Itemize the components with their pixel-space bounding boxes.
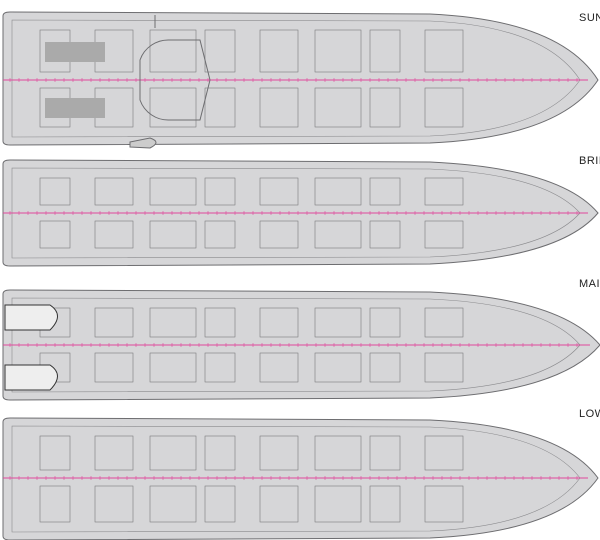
room-bridge — [424, 177, 464, 206]
tender-port — [4, 304, 58, 331]
room-lower — [314, 485, 362, 523]
room-bridge — [204, 220, 236, 249]
room-bridge — [314, 177, 362, 206]
hull-lower — [2, 417, 599, 540]
room-main — [204, 307, 236, 338]
tender — [129, 137, 157, 149]
room-bridge — [314, 220, 362, 249]
room-lower — [94, 435, 134, 471]
room-main — [94, 307, 134, 338]
sunpad — [45, 42, 105, 62]
room-bridge — [259, 177, 299, 206]
room-bridge — [369, 220, 401, 249]
room-sun — [424, 29, 464, 73]
room-main — [259, 307, 299, 338]
room-bridge — [39, 220, 71, 249]
room-main — [369, 307, 401, 338]
room-main — [314, 352, 362, 383]
room-main — [204, 352, 236, 383]
room-bridge — [424, 220, 464, 249]
room-sun — [314, 29, 362, 73]
room-lower — [424, 485, 464, 523]
room-main — [149, 352, 197, 383]
room-main — [369, 352, 401, 383]
room-bridge — [149, 220, 197, 249]
room-lower — [259, 435, 299, 471]
room-lower — [39, 435, 71, 471]
room-main — [94, 352, 134, 383]
room-lower — [204, 485, 236, 523]
tender-starboard — [4, 364, 58, 391]
deck-label-main: MAI — [579, 278, 600, 290]
room-lower — [259, 485, 299, 523]
room-sun — [259, 29, 299, 73]
room-bridge — [94, 177, 134, 206]
room-lower — [149, 485, 197, 523]
room-main — [314, 307, 362, 338]
deck-label-sun: SUN — [579, 12, 600, 24]
room-main — [149, 307, 197, 338]
room-lower — [314, 435, 362, 471]
room-lower — [369, 485, 401, 523]
room-lower — [149, 435, 197, 471]
room-bridge — [259, 220, 299, 249]
spa-pool — [139, 39, 211, 121]
room-main — [424, 352, 464, 383]
room-sun — [369, 29, 401, 73]
deck-label-bridge: BRID — [579, 155, 600, 167]
room-bridge — [369, 177, 401, 206]
room-bridge — [149, 177, 197, 206]
room-sun — [204, 87, 236, 128]
room-lower — [204, 435, 236, 471]
room-lower — [424, 435, 464, 471]
room-sun — [149, 29, 197, 73]
room-main — [424, 307, 464, 338]
room-bridge — [204, 177, 236, 206]
room-lower — [369, 435, 401, 471]
room-sun — [369, 87, 401, 128]
room-sun — [259, 87, 299, 128]
sunpad — [45, 98, 105, 118]
room-main — [259, 352, 299, 383]
room-sun — [314, 87, 362, 128]
room-lower — [94, 485, 134, 523]
room-bridge — [94, 220, 134, 249]
deck-label-lower: LOW — [579, 408, 600, 420]
room-bridge — [39, 177, 71, 206]
room-sun — [204, 29, 236, 73]
room-sun — [149, 87, 197, 128]
room-lower — [39, 485, 71, 523]
room-sun — [424, 87, 464, 128]
